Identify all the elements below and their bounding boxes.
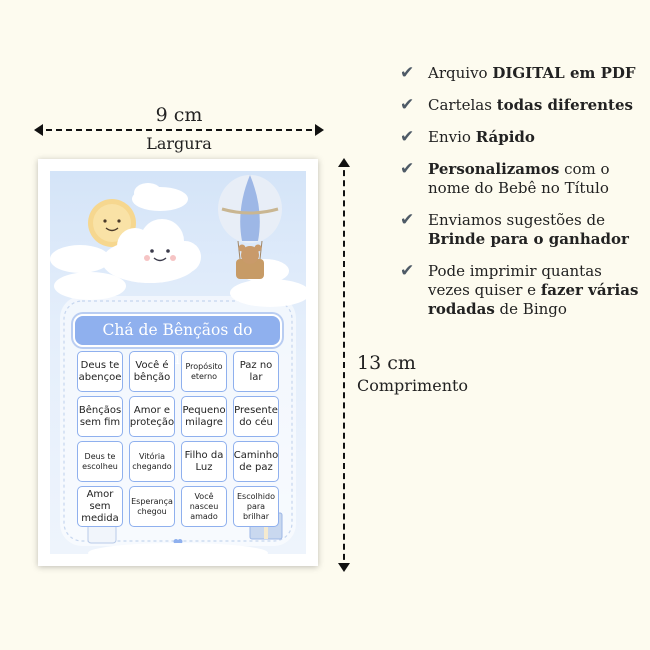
smiling-cloud-icon [102, 219, 201, 283]
hot-air-balloon-icon [218, 175, 282, 279]
bingo-card-preview: Chá de Bênçãos do Heitor Deus te abençoe… [38, 159, 318, 566]
bingo-cell: Esperança chegou [129, 486, 175, 527]
bingo-cell: Amor e proteção [129, 396, 175, 437]
feature-text: Enviamos sugestões de [428, 211, 605, 229]
feature-item: ✔ Pode imprimir quantas vezes quiser e fa… [398, 262, 646, 319]
feature-highlight: fazer várias rodadas [428, 281, 639, 318]
bingo-cell: Presente do céu [233, 396, 279, 437]
feature-text: de Bingo [494, 300, 567, 318]
height-label: Comprimento [357, 376, 469, 395]
bingo-cell: Você é bênção [129, 351, 175, 392]
check-icon: ✔ [400, 63, 415, 83]
bingo-cell: Você nasceu amado [181, 486, 227, 527]
check-icon: ✔ [400, 210, 415, 230]
feature-item: ✔ Cartelas todas diferentes [398, 96, 646, 115]
bingo-cell: Filho da Luz [181, 441, 227, 482]
width-arrow [34, 124, 324, 136]
feature-text: Cartelas [428, 96, 497, 114]
feature-text: Pode imprimir quantas vezes quiser e [428, 262, 602, 299]
cloud-icon [50, 183, 306, 307]
check-icon: ✔ [400, 261, 415, 281]
bingo-cell: Propósito eterno [181, 351, 227, 392]
bingo-cell: Deus te abençoe [77, 351, 123, 392]
check-icon: ✔ [400, 127, 415, 147]
check-icon: ✔ [400, 95, 415, 115]
check-icon: ✔ [400, 159, 415, 179]
bingo-cell: Vitória chegando [129, 441, 175, 482]
feature-highlight: Rápido [475, 128, 535, 146]
card-illustration: Chá de Bênçãos do Heitor Deus te abençoe… [50, 171, 306, 554]
bingo-cell: Escolhido para brilhar [233, 486, 279, 527]
feature-item: ✔ Envio Rápido [398, 128, 646, 147]
height-arrow [338, 158, 350, 572]
bingo-cell: Deus te escolheu [77, 441, 123, 482]
feature-text: Arquivo [428, 64, 493, 82]
card-title: Chá de Bênçãos do Heitor [73, 314, 282, 368]
feature-highlight: todas diferentes [496, 96, 633, 114]
bingo-cell: Bênçãos sem fim [77, 396, 123, 437]
feature-highlight: DIGITAL em PDF [492, 64, 636, 82]
feature-list: ✔ Arquivo DIGITAL em PDF ✔ Cartelas todas d… [398, 64, 646, 332]
feature-text: com o nome do Bebê no Título [428, 160, 610, 197]
bingo-cell: Caminho de paz [233, 441, 279, 482]
feature-highlight: Brinde para o ganhador [428, 230, 629, 248]
feature-highlight: Personalizamos [428, 160, 560, 178]
width-label: Largura [146, 134, 212, 153]
bingo-cell: Amor sem medida [77, 486, 123, 527]
bingo-cell: Pequeno milagre [181, 396, 227, 437]
feature-text: Envio [428, 128, 476, 146]
feature-item: ✔ Personalizamos com o nome do Bebê no Tí… [398, 160, 646, 198]
bingo-cell: Paz no lar [233, 351, 279, 392]
feature-item: ✔ Arquivo DIGITAL em PDF [398, 64, 646, 83]
feature-item: ✔ Enviamos sugestões de Brinde para o gan… [398, 211, 646, 249]
width-value: 9 cm [155, 104, 203, 126]
height-value: 13 cm [357, 352, 416, 374]
